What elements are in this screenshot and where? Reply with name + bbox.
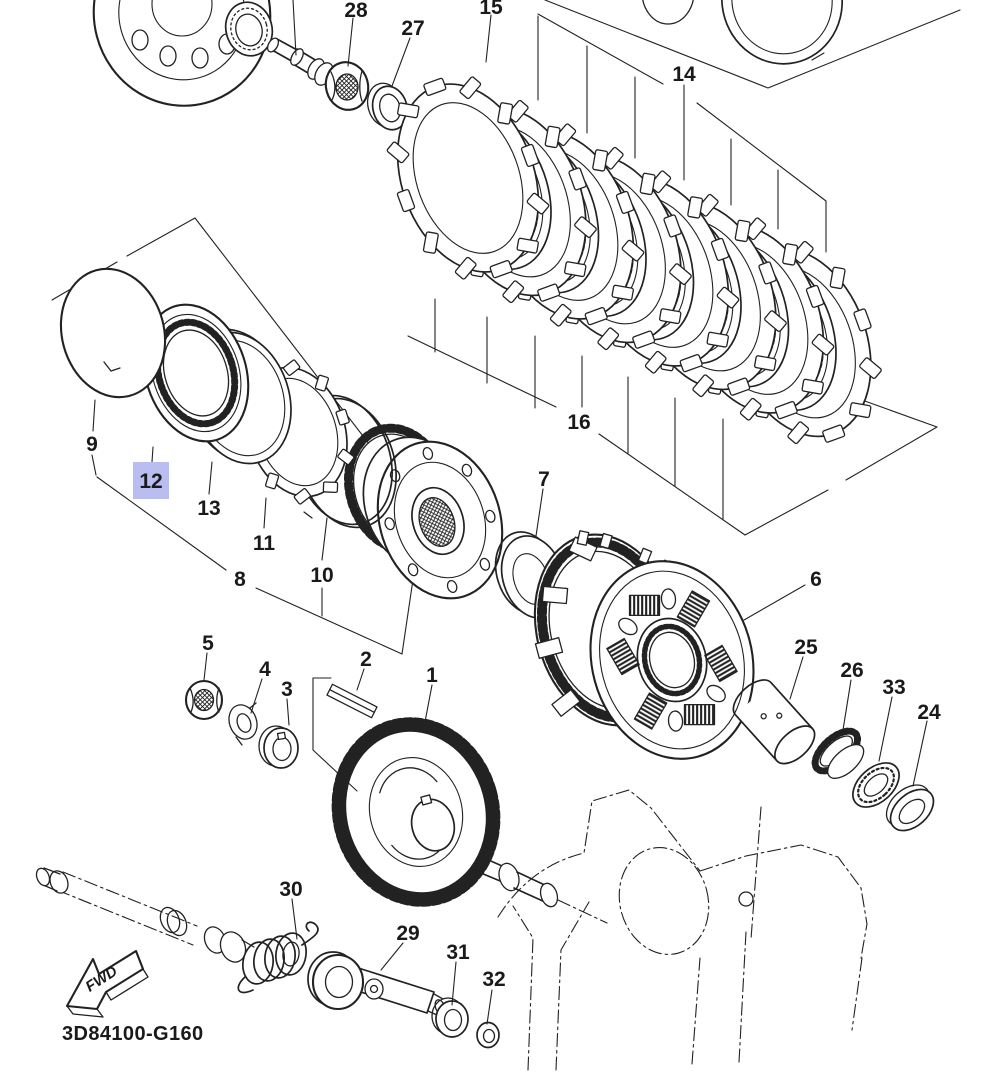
- crankcase-outline: [497, 789, 868, 1071]
- judder-spring-12: [142, 303, 250, 443]
- callout-1[interactable]: 1: [426, 664, 438, 687]
- push-rod: [35, 867, 255, 963]
- rotor-assembly: [92, 0, 272, 107]
- callout-26[interactable]: 26: [840, 659, 863, 682]
- diagram-code: 3D84100-G160: [62, 1023, 204, 1045]
- callout-4[interactable]: 4: [259, 658, 271, 681]
- highlighted-part-marker: [133, 462, 169, 499]
- torsion-spring-30: [237, 921, 319, 994]
- callout-16-fence: [407, 298, 938, 536]
- lock-washer-4: [228, 702, 258, 746]
- bearing-top: [224, 1, 274, 57]
- cover-panel: [544, 0, 961, 89]
- clutch-boss: [343, 423, 504, 600]
- callout-13[interactable]: 13: [197, 497, 220, 520]
- washer-32: [476, 1021, 500, 1049]
- pressure-plate-9: [59, 267, 167, 399]
- callout-15[interactable]: 15: [479, 0, 503, 19]
- nut-5: [184, 679, 224, 721]
- callout-2[interactable]: 2: [360, 648, 372, 671]
- washer-3: [258, 725, 299, 769]
- callout-27[interactable]: 27: [401, 17, 424, 40]
- callout-25[interactable]: 25: [794, 636, 818, 659]
- callout-3[interactable]: 3: [281, 678, 293, 701]
- callout-31[interactable]: 31: [446, 941, 470, 964]
- fwd-direction-arrow: FWD: [65, 949, 149, 1018]
- callout-12[interactable]: 12: [139, 470, 162, 493]
- callout-16[interactable]: 16: [567, 411, 590, 434]
- nut-28: [324, 61, 370, 111]
- callout-11[interactable]: 11: [253, 532, 276, 555]
- callout-7[interactable]: 7: [538, 468, 550, 491]
- gear-26: [808, 724, 870, 784]
- bearing-33: [852, 762, 900, 808]
- callout-10[interactable]: 10: [310, 564, 333, 587]
- washer-31: [431, 997, 469, 1038]
- main-shaft: [463, 850, 608, 924]
- callout-29[interactable]: 29: [396, 922, 419, 945]
- clutch-housing-6: [533, 530, 755, 760]
- callout-33[interactable]: 33: [882, 676, 905, 699]
- callout-9[interactable]: 9: [86, 433, 98, 456]
- callout-32[interactable]: 32: [482, 968, 505, 991]
- collar-25: [732, 679, 816, 765]
- callout-14[interactable]: 14: [672, 63, 696, 86]
- washer-24: [885, 784, 935, 832]
- release-lever-29: [307, 951, 446, 1016]
- callout-8[interactable]: 8: [234, 568, 246, 591]
- leader-lines: [91, 0, 928, 1025]
- callout-5[interactable]: 5: [202, 632, 214, 655]
- callout-28[interactable]: 28: [344, 0, 368, 22]
- key-2: [312, 677, 378, 792]
- primary-driven-gear-1: [331, 717, 501, 907]
- callout-30[interactable]: 30: [279, 878, 302, 901]
- callout-14-fence: [537, 13, 827, 253]
- clutch-plate-stack: [364, 55, 905, 465]
- callout-6[interactable]: 6: [810, 568, 822, 591]
- callout-24[interactable]: 24: [917, 701, 941, 724]
